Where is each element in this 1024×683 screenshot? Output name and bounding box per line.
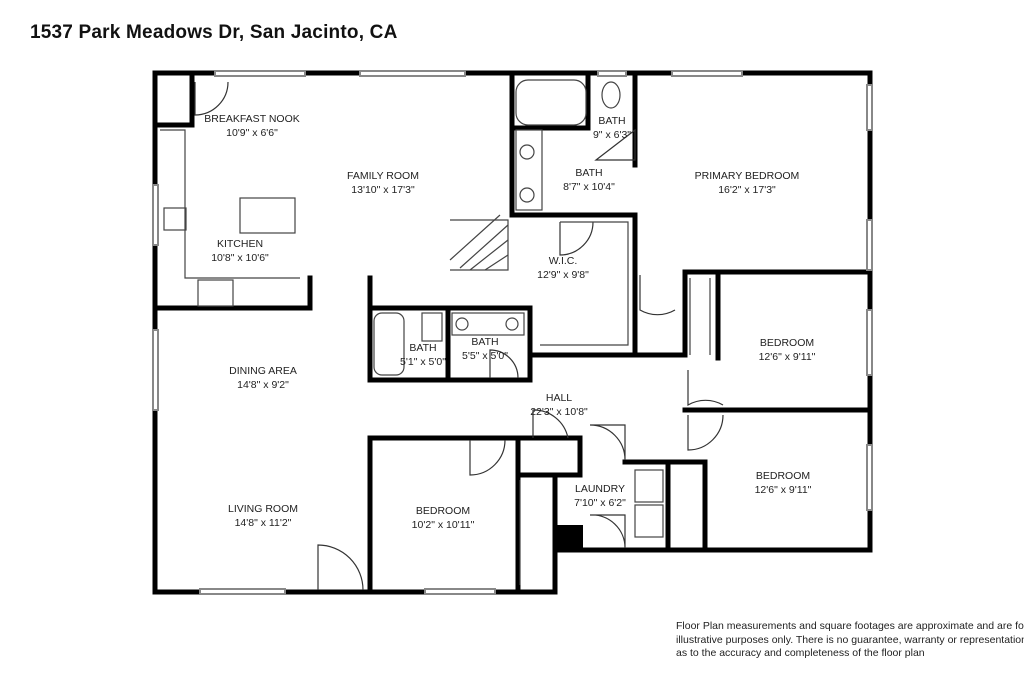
- kitchen-island: [239, 197, 296, 234]
- dining-area-name: DINING AREA: [229, 365, 297, 377]
- living-room-dimensions: 14'8" x 11'2": [235, 517, 292, 529]
- bedroom-2-name: BEDROOM: [760, 337, 814, 349]
- primary-bedroom-dimensions: 16'2" x 17'3": [718, 184, 776, 196]
- disclaimer-line: illustrative purposes only. There is no …: [676, 633, 1024, 646]
- room-labels: BREAKFAST NOOK 10'9" x 6'6" FAMILY ROOM 13'…: [204, 113, 815, 531]
- wic-name: W.I.C.: [549, 255, 578, 267]
- bath-3-name: BATH: [471, 336, 498, 348]
- disclaimer-line: Floor Plan measurements and square foota…: [676, 620, 1024, 632]
- hall-name: HALL: [546, 392, 572, 404]
- kitchen-sink: [163, 207, 187, 231]
- bath-2-name: BATH: [409, 342, 436, 354]
- disclaimer-line: as to the accuracy and completeness of t…: [676, 647, 925, 659]
- disclaimer-text: Floor Plan measurements and square foota…: [676, 620, 1024, 661]
- bath-3-dimensions: 5'5" x 5'0": [462, 350, 508, 362]
- family-room-name: FAMILY ROOM: [347, 170, 419, 182]
- bath-2-dimensions: 5'1" x 5'0": [400, 356, 446, 368]
- primary-bath-dimensions: 8'7" x 10'4": [563, 181, 615, 193]
- primary-bedroom-name: PRIMARY BEDROOM: [695, 170, 800, 182]
- primary-bath-name: BATH: [575, 167, 602, 179]
- bedroom-4-name: BEDROOM: [416, 505, 470, 517]
- bedroom-4-dimensions: 10'2" x 10'11": [412, 519, 475, 531]
- laundry-name: LAUNDRY: [575, 483, 625, 495]
- primary-bath-small-name: BATH: [598, 115, 625, 127]
- laundry-dimensions: 7'10" x 6'2": [574, 497, 626, 509]
- fixtures: [160, 79, 711, 585]
- kitchen-dimensions: 10'8" x 10'6": [211, 252, 269, 264]
- living-room-name: LIVING ROOM: [228, 503, 298, 515]
- primary-bath-small-dimensions: 9" x 6'3": [593, 129, 631, 141]
- stove: [197, 279, 234, 307]
- property-address-title: 1537 Park Meadows Dr, San Jacinto, CA: [30, 22, 398, 43]
- dining-area-dimensions: 14'8" x 9'2": [237, 379, 289, 391]
- utility-block: [555, 525, 583, 550]
- doors: [194, 81, 724, 591]
- breakfast-nook-name: BREAKFAST NOOK: [204, 113, 300, 125]
- kitchen-name: KITCHEN: [217, 238, 263, 250]
- windows: [152, 70, 873, 595]
- bedroom-2-dimensions: 12'6" x 9'11": [759, 351, 816, 363]
- bedroom-3-dimensions: 12'6" x 9'11": [755, 484, 812, 496]
- wic-dimensions: 12'9" x 9'8": [537, 269, 589, 281]
- breakfast-nook-dimensions: 10'9" x 6'6": [226, 127, 278, 139]
- bathtub-primary: [515, 79, 587, 126]
- family-room-dimensions: 13'10" x 17'3": [351, 184, 415, 196]
- hall-dimensions: 22'3" x 10'8": [530, 406, 588, 418]
- bedroom-3-name: BEDROOM: [756, 470, 810, 482]
